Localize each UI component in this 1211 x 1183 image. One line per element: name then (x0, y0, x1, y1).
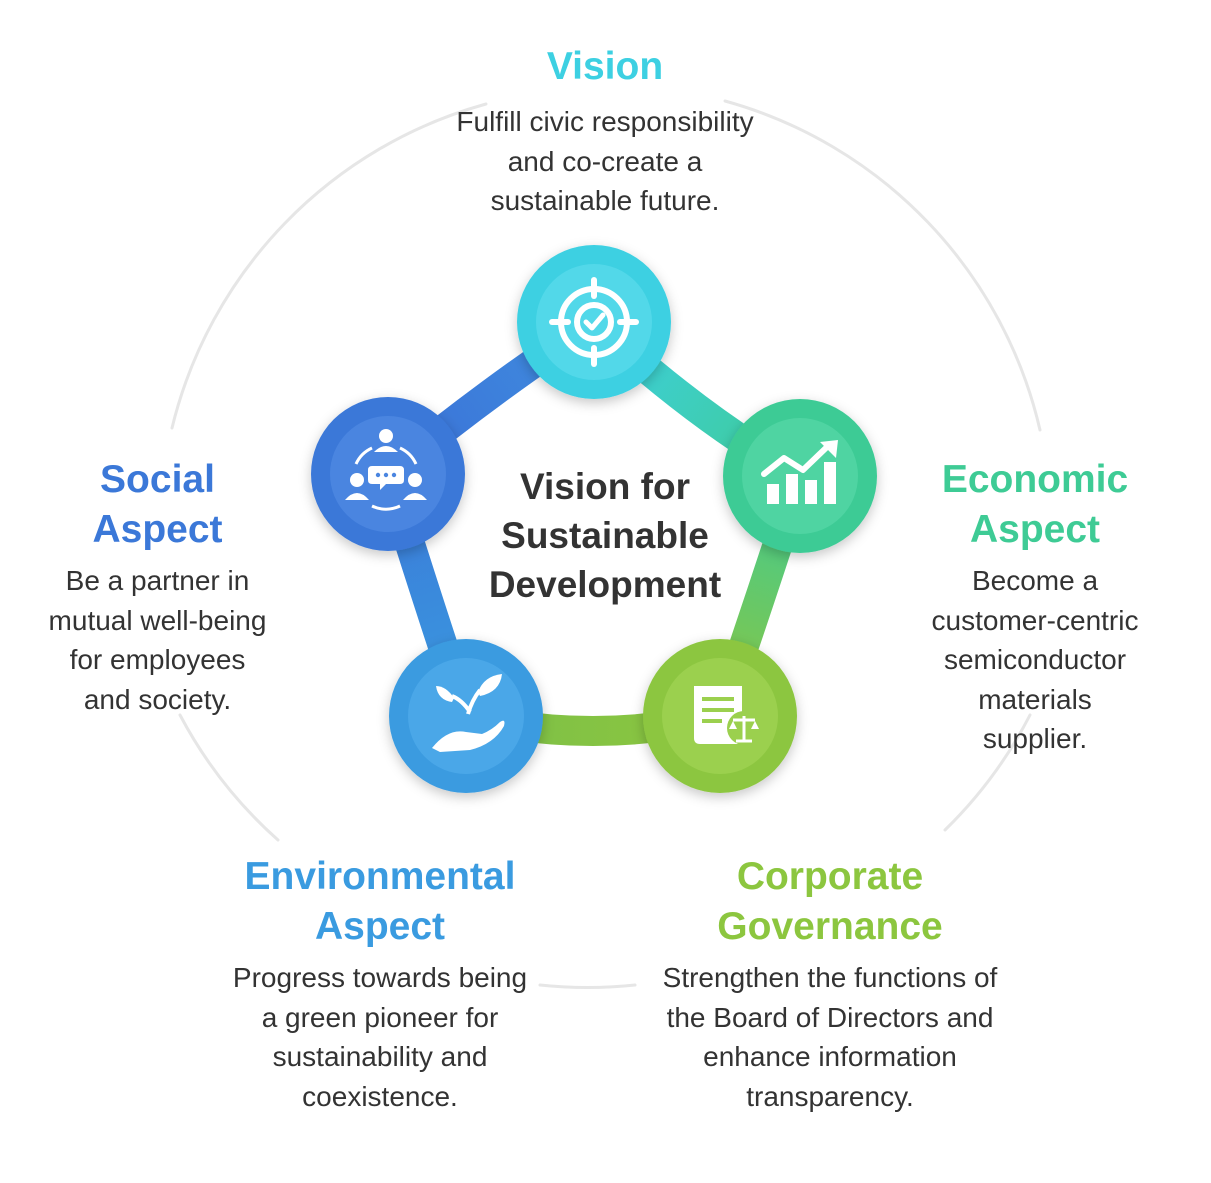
governance-title: Corporate Governance (717, 855, 943, 948)
environmental-title: Environmental Aspect (244, 855, 516, 948)
outer-ring-arc (943, 713, 1032, 832)
vision-node (517, 245, 671, 399)
outer-ring-arc (723, 99, 1042, 432)
outer-ring (170, 99, 1042, 990)
target-check-icon (549, 277, 639, 367)
governance-description: Strengthen the functions of the Board of… (662, 962, 998, 1112)
document-scales-icon (694, 686, 761, 745)
outer-ring-arc (538, 983, 637, 990)
outer-ring-arc (170, 102, 488, 430)
environmental-description: Progress towards being a green pioneer f… (232, 962, 528, 1112)
social-block: Social Aspect Be a partner in mutual wel… (10, 455, 305, 719)
governance-node (643, 639, 797, 793)
governance-block: Corporate Governance Strengthen the func… (605, 852, 1055, 1116)
center-title-line: Vision for (520, 466, 690, 507)
social-description: Be a partner in mutual well-being for em… (48, 565, 267, 715)
social-node (311, 397, 465, 551)
economic-title: Economic Aspect (941, 458, 1129, 551)
center-title-line: Sustainable (501, 515, 709, 556)
environmental-block: Environmental Aspect Progress towards be… (175, 852, 585, 1116)
economic-node (723, 399, 877, 553)
outer-ring-arc (178, 713, 280, 842)
growth-chart-icon (761, 440, 838, 504)
vision-block: Vision Fulfill civic responsibility and … (395, 42, 815, 221)
environmental-node (389, 639, 543, 793)
economic-description: Become a customer-centric semiconductor … (931, 565, 1139, 754)
hand-sprout-icon (432, 674, 505, 752)
center-title-line: Development (488, 564, 722, 605)
vision-description: Fulfill civic responsibility and co-crea… (456, 106, 754, 216)
economic-block: Economic Aspect Become a customer-centri… (895, 455, 1175, 759)
community-chat-icon (345, 429, 427, 511)
vision-title: Vision (546, 45, 664, 88)
center-title: Vision for Sustainable Development (430, 462, 780, 609)
social-title: Social Aspect (92, 458, 223, 551)
